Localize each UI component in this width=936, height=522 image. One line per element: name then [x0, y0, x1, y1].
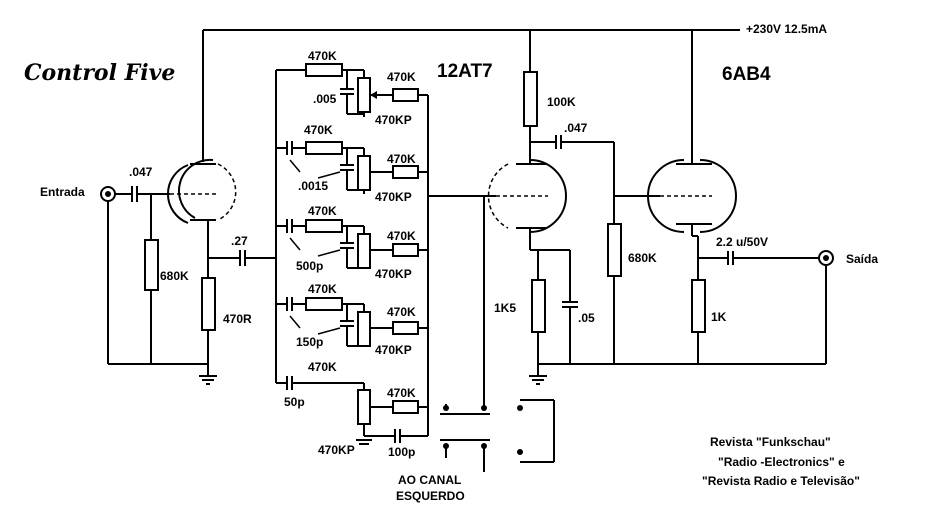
c-out-capacitor — [698, 251, 819, 265]
r-plate-label: 100K — [547, 95, 576, 109]
tone-bus-right — [427, 95, 496, 410]
tube-label-6ab4: 6AB4 — [722, 64, 771, 85]
input-jack — [100, 186, 116, 202]
c-out-label: 2.2 u/50V — [716, 235, 768, 249]
r-grid2-label: 680K — [628, 251, 657, 265]
r-cathode2-resistor — [531, 279, 546, 333]
band2-pot-label: 470KP — [375, 190, 412, 204]
tube-label-12at7: 12AT7 — [437, 61, 493, 82]
supply-label: +230V 12.5mA — [746, 22, 827, 36]
tube-triode-3 — [647, 159, 737, 280]
band4-cap-label: 150p — [296, 335, 323, 349]
band3-cap-label: 500p — [296, 259, 323, 273]
r-cathode-resistor — [201, 277, 216, 331]
r-grid2-resistor — [607, 223, 622, 277]
tube-triode-1 — [167, 158, 237, 224]
output-jack — [818, 250, 834, 266]
c-couple-capacitor — [530, 135, 660, 224]
band5-pot-label: 470KP — [318, 443, 355, 457]
band2-r-series-label: 470K — [304, 123, 333, 137]
band1-cap-label: .005 — [313, 92, 337, 106]
band4-r-fb-label: 470K — [387, 305, 416, 319]
band1-r-series-label: 470K — [308, 49, 337, 63]
output-label: Saída — [846, 252, 878, 266]
r-grid-resistor — [144, 239, 159, 291]
band1-r-fb-label: 470K — [387, 70, 416, 84]
band4 — [276, 297, 428, 347]
c-couple-label: .047 — [564, 121, 588, 135]
credit-line1: Revista "Funkschau" — [710, 435, 831, 449]
band1 — [276, 63, 428, 117]
band5 — [276, 376, 429, 445]
credit-line2: "Radio -Electronics" e — [718, 455, 845, 469]
band3-r-fb-label: 470K — [387, 229, 416, 243]
band4-r-series-label: 470K — [308, 282, 337, 296]
band3 — [276, 219, 428, 269]
r-cathode-label: 470R — [223, 312, 252, 326]
supply-rail — [202, 29, 740, 162]
input-label: Entrada — [40, 185, 85, 199]
c-cathode-label: .27 — [231, 234, 248, 248]
r-out-label: 1K — [711, 310, 727, 324]
channel-note-line2: ESQUERDO — [396, 489, 465, 503]
band5-cap2-label: 100p — [388, 445, 415, 459]
credit-line3: "Revista Radio e Televisão" — [702, 474, 860, 488]
first-triode-wiring — [107, 194, 240, 376]
r-grid-label: 680K — [160, 269, 189, 283]
r-cathode2-label: 1K5 — [494, 301, 516, 315]
band2-cap-label: .0015 — [298, 179, 328, 193]
c-in-capacitor — [115, 186, 170, 202]
band2 — [276, 141, 428, 194]
band3-pot-label: 470KP — [375, 267, 412, 281]
band1-pot-label: 470KP — [375, 113, 412, 127]
channel-note-line1: AO CANAL — [398, 473, 461, 487]
c-cathode2-label: .05 — [578, 311, 595, 325]
tube-triode-2 — [487, 126, 567, 250]
r-plate-resistor — [523, 71, 538, 127]
c-cathode-capacitor — [239, 250, 276, 266]
band3-r-series-label: 470K — [308, 204, 337, 218]
ground-1 — [199, 375, 217, 385]
diagram-title: Control Five — [24, 60, 175, 86]
band5-cap-label: 50p — [284, 395, 305, 409]
band4-pot-label: 470KP — [375, 343, 412, 357]
band5-r-fb-label: 470K — [387, 386, 416, 400]
band5-r-label: 470K — [308, 360, 337, 374]
band2-r-fb-label: 470K — [387, 152, 416, 166]
channel-switch — [440, 196, 555, 472]
second-stage-cathode — [529, 249, 827, 385]
c-in-label: .047 — [129, 165, 153, 179]
r-out-resistor — [691, 279, 706, 333]
